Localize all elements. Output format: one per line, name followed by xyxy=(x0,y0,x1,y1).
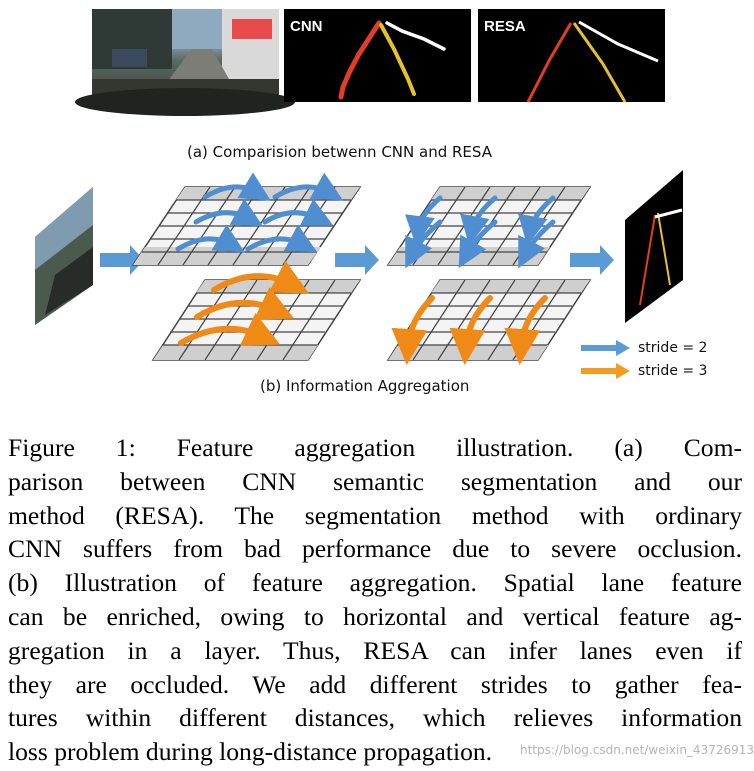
resa-lanes xyxy=(526,20,659,103)
legend-stride-2: stride = 2 xyxy=(638,340,708,356)
caption-line: method (RESA). The segmentation method w… xyxy=(8,500,742,530)
grid-vertical-stride2 xyxy=(386,186,592,269)
panel-a-caption: (a) Comparision betwenn CNN and RESA xyxy=(187,143,492,161)
cnn-lanes xyxy=(338,20,446,100)
caption-line: they are occluded. We add different stri… xyxy=(8,669,742,699)
caption-line: Figure 1: Feature aggregation illustrati… xyxy=(8,433,742,462)
caption-line: can be enriched, owing to horizontal and… xyxy=(8,601,742,631)
resa-segmentation-panel: RESA xyxy=(478,9,665,103)
flow-arrow-2 xyxy=(335,245,379,275)
caption-line: (b) Illustration of feature aggregation.… xyxy=(8,568,742,598)
legend-arrows xyxy=(581,340,630,379)
legend-stride-3: stride = 3 xyxy=(638,363,708,379)
flow-arrow-1 xyxy=(100,245,144,275)
cnn-segmentation-panel: CNN xyxy=(284,9,471,102)
input-image xyxy=(35,187,93,325)
information-aggregation-diagram xyxy=(35,170,683,379)
grid-horizontal-stride3 xyxy=(151,260,362,361)
road-scene-illustration xyxy=(75,9,295,116)
flow-arrow-3 xyxy=(570,245,614,275)
cnn-label: CNN xyxy=(290,18,323,35)
watermark: https://blog.csdn.net/weixin_43726913 xyxy=(520,743,754,757)
caption-line: parison between CNN semantic segmentatio… xyxy=(8,466,742,496)
grid-horizontal-stride2 xyxy=(131,172,362,266)
caption-line: loss problem during long-distance propag… xyxy=(8,737,493,767)
grid-vertical-stride3 xyxy=(386,279,592,365)
road-scene-image xyxy=(75,9,295,116)
output-segmentation xyxy=(625,170,683,323)
panel-b-caption: (b) Information Aggregation xyxy=(260,377,470,395)
caption-line: tures within different distances, which … xyxy=(8,703,742,733)
resa-label: RESA xyxy=(484,18,526,35)
caption-line: CNN suffers from bad performance due to … xyxy=(8,534,742,564)
caption-line: gregation in a layer. Thus, RESA can inf… xyxy=(8,635,742,665)
figure-caption: Figure 1: Feature aggregation illustrati… xyxy=(8,431,742,769)
